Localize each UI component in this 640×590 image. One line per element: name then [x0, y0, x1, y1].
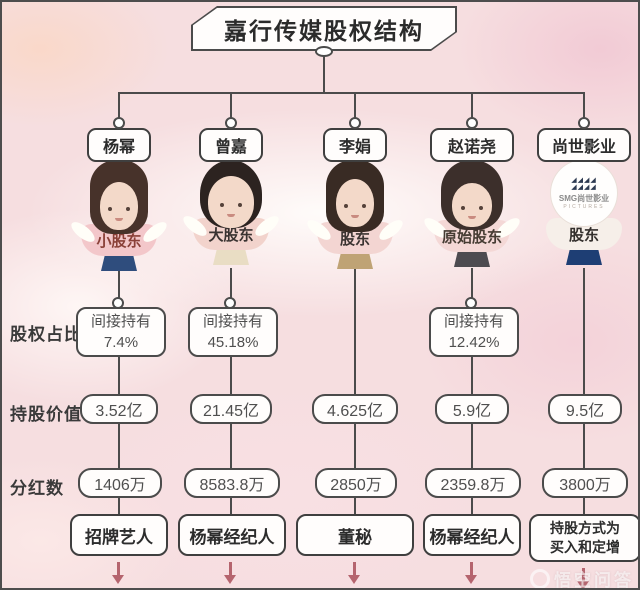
- avatar-head: [200, 160, 262, 228]
- avatar-lijuan: 股东: [304, 160, 406, 274]
- avatar-legs: [454, 252, 490, 267]
- equity-percentage: 12.42%: [448, 334, 500, 351]
- connector-dot: [578, 117, 590, 129]
- connector-line: [583, 92, 585, 122]
- connector-dot: [224, 297, 236, 309]
- connector-dot: [113, 117, 125, 129]
- avatar-zengjia: 大股东: [180, 160, 282, 274]
- row-label-dividend: 分红数: [10, 479, 64, 498]
- dividend-box: 2850万: [315, 468, 397, 498]
- avatar-face: [100, 182, 138, 230]
- connector-dot: [466, 117, 478, 129]
- avatar-head: [441, 160, 503, 230]
- name-box-zengjia: 曾嘉: [199, 128, 263, 162]
- page-title: 嘉行传媒股权结构: [193, 8, 455, 49]
- equity-percentage: 7.4%: [103, 334, 139, 351]
- note-line: 持股方式为: [550, 520, 620, 536]
- down-arrow-icon: [577, 568, 589, 588]
- dividend-box: 8583.8万: [184, 468, 280, 498]
- down-arrow-icon: [112, 562, 124, 586]
- holding-value-box: 21.45亿: [190, 394, 272, 424]
- equity-percentage: 45.18%: [207, 334, 259, 351]
- watermark-text: 悟空问答: [554, 571, 634, 590]
- equity-ratio-box-zengjia: 间接持有 45.18%: [188, 307, 278, 357]
- connector-line: [118, 92, 120, 122]
- equity-holding-type: 间接持有: [443, 313, 504, 330]
- row-label-equity-ratio: 股权占比: [10, 325, 82, 344]
- connector-dot: [225, 117, 237, 129]
- note-box-lijuan: 董秘: [296, 514, 414, 556]
- holding-value-box: 9.5亿: [548, 394, 622, 424]
- dividend-box: 1406万: [78, 468, 162, 498]
- connector-line: [323, 51, 325, 92]
- name-box-lijuan: 李娟: [323, 128, 387, 162]
- connector-line: [230, 268, 232, 518]
- note-box-shangshi: 持股方式为 买入和定增: [529, 514, 638, 562]
- equity-holding-type: 间接持有: [202, 313, 263, 330]
- avatar-face: [336, 179, 374, 227]
- smg-logo-marks: ◢◢◢◢: [571, 176, 597, 184]
- role-label: 大股东: [208, 226, 254, 244]
- connector-line: [118, 92, 585, 94]
- connector-dot: [315, 46, 333, 57]
- note-line: 买入和定增: [550, 539, 620, 555]
- role-label: 小股东: [96, 232, 142, 250]
- name-box-yangmi: 杨幂: [87, 128, 151, 162]
- note-box-yangmi: 招牌艺人: [70, 514, 168, 556]
- connector-line: [471, 92, 473, 122]
- row-label-holding-value: 持股价值: [10, 405, 82, 424]
- avatar-face: [452, 183, 492, 227]
- avatar-legs: [213, 250, 249, 265]
- smg-logo-marks: ◢◢◢◢: [571, 183, 597, 191]
- holding-value-box: 5.9亿: [435, 394, 509, 424]
- avatar-legs: [337, 254, 373, 269]
- equity-ratio-box-yangmi: 间接持有 7.4%: [76, 307, 166, 357]
- connector-line: [471, 268, 473, 518]
- avatar-legs: [566, 250, 602, 265]
- connector-line: [354, 92, 356, 122]
- smg-logo: ◢◢◢◢ ◢◢◢◢ SMG尚世影业 PICTURES: [551, 160, 617, 226]
- avatar-legs: [101, 256, 137, 271]
- smg-logo-text: SMG尚世影业: [558, 193, 610, 203]
- role-label: 股东: [339, 230, 370, 248]
- avatar-head: [326, 160, 384, 232]
- avatar-face: [208, 176, 254, 228]
- connector-dot: [349, 117, 361, 129]
- down-arrow-icon: [348, 562, 360, 586]
- name-box-zhaonuoyao: 赵诺尧: [430, 128, 514, 162]
- watermark-icon: [530, 568, 550, 588]
- connector-line: [118, 268, 120, 518]
- dividend-box: 2359.8万: [425, 468, 521, 498]
- holding-value-box: 4.625亿: [312, 394, 398, 424]
- connector-line: [583, 268, 585, 518]
- avatar-shangshi: ◢◢◢◢ ◢◢◢◢ SMG尚世影业 PICTURES 股东: [536, 160, 632, 274]
- avatar-head: [90, 160, 148, 234]
- shareholder-role-badge: 原始股东: [421, 214, 523, 252]
- smg-logo-subtext: PICTURES: [563, 203, 605, 210]
- connector-line: [230, 92, 232, 122]
- down-arrow-icon: [465, 562, 477, 586]
- name-box-shangshi: 尚世影业: [537, 128, 631, 162]
- role-label: 股东: [568, 226, 599, 244]
- equity-ratio-box-zhaonuoyao: 间接持有 12.42%: [429, 307, 519, 357]
- holding-value-box: 3.52亿: [80, 394, 158, 424]
- note-box-zhaonuoyao: 杨幂经纪人: [423, 514, 521, 556]
- avatar-yangmi: 小股东: [68, 160, 170, 274]
- title-box: 嘉行传媒股权结构: [191, 6, 457, 51]
- note-box-zengjia: 杨幂经纪人: [178, 514, 286, 556]
- avatar-zhaonuoyao: 原始股东: [421, 160, 523, 274]
- equity-holding-type: 间接持有: [90, 313, 151, 330]
- watermark: 悟空问答: [530, 566, 634, 590]
- connector-dot: [465, 297, 477, 309]
- dividend-box: 3800万: [542, 468, 628, 498]
- connector-dot: [112, 297, 124, 309]
- down-arrow-icon: [224, 562, 236, 586]
- role-label: 原始股东: [441, 228, 502, 246]
- connector-line: [354, 268, 356, 518]
